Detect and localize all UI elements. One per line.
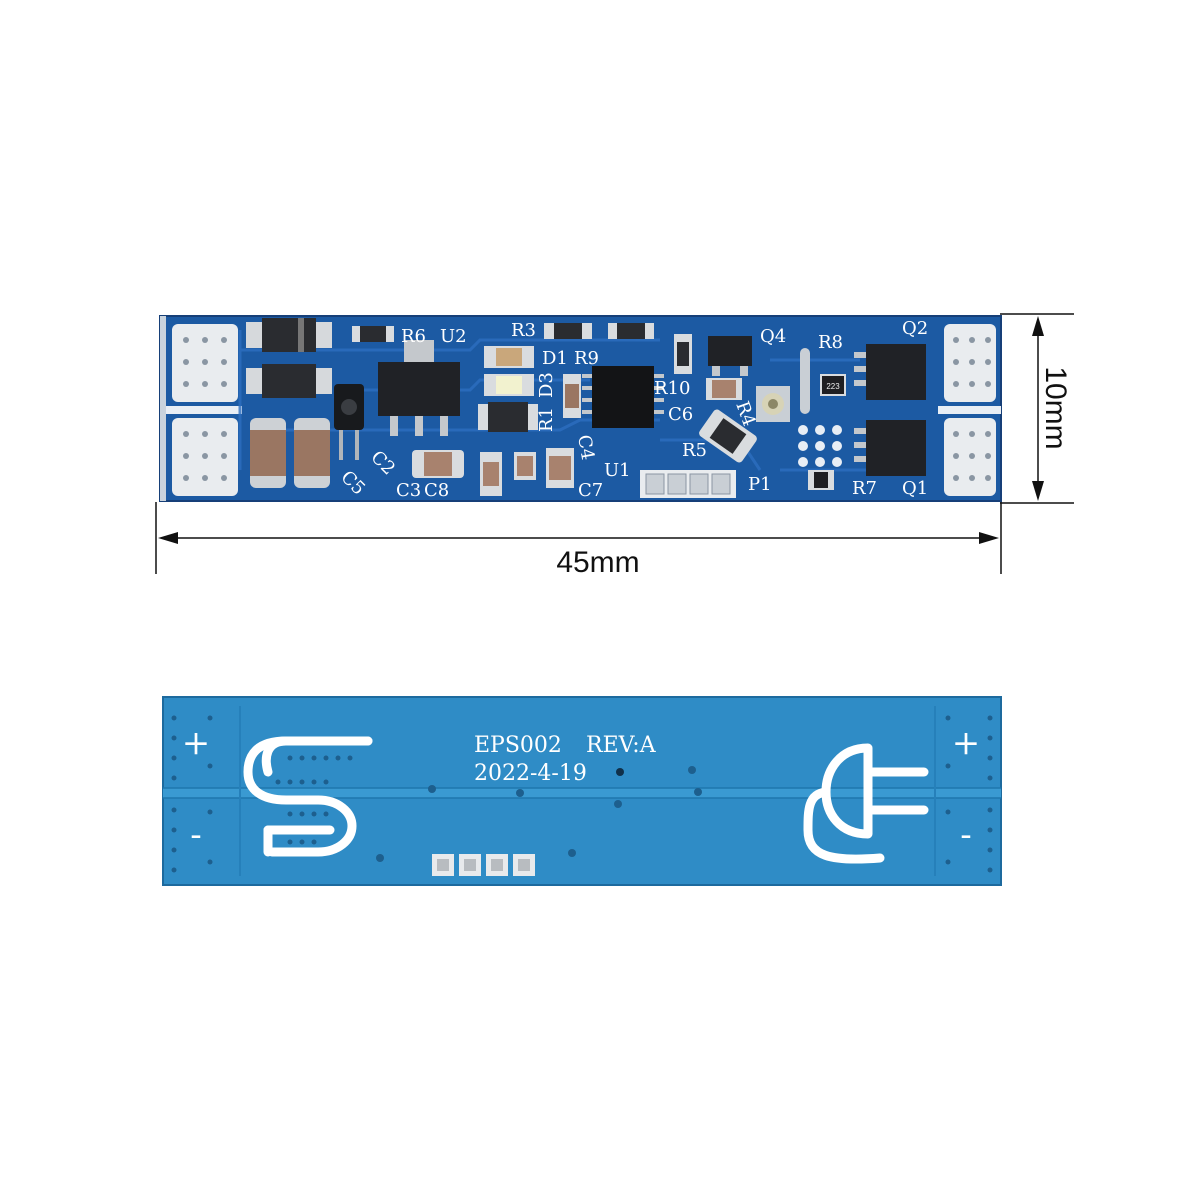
label-q2: Q2: [902, 318, 928, 339]
label-r5: R5: [682, 440, 707, 461]
label-u2: U2: [440, 326, 467, 347]
transistor-q4: [708, 336, 752, 376]
mcu-u1: [582, 366, 664, 428]
capacitor-large-2: [294, 418, 330, 488]
programming-pads: [432, 854, 535, 876]
label-c7: C7: [578, 480, 603, 501]
regulator-u2: [378, 340, 460, 436]
label-r6: R6: [401, 326, 426, 347]
mosfet-q1: [854, 420, 926, 476]
plug-icon: [803, 743, 929, 864]
label-r7: R7: [852, 478, 877, 499]
resistor-r5: [699, 409, 757, 463]
capacitor-large-1: [250, 418, 286, 488]
pad-positive-left: [172, 324, 238, 402]
minus-sign-right: -: [960, 815, 972, 855]
label-q1: Q1: [902, 478, 928, 499]
minus-sign-left: -: [190, 815, 202, 855]
label-r3: R3: [511, 320, 536, 341]
pad-negative-right: [944, 418, 996, 496]
via-holes: [171, 715, 993, 873]
label-d1: D1: [542, 348, 568, 369]
diode-top-left: [246, 318, 332, 352]
sensor-logo-dots: [275, 755, 353, 845]
board-date: 2022-4-19: [474, 761, 587, 786]
label-r8: R8: [818, 332, 843, 353]
diode-mid-left: [246, 364, 332, 398]
mosfet-q2: [854, 344, 926, 400]
potentiometer-r4: [756, 386, 790, 422]
height-dimension-label: 10mm: [1039, 366, 1072, 449]
led-d3: [484, 374, 534, 396]
label-c4: C4: [573, 433, 598, 461]
board-model: EPS002: [474, 733, 562, 758]
label-c8: C8: [424, 480, 449, 501]
label-q4: Q4: [760, 326, 786, 347]
bottom-pcb: + - + - EPS002 REV:A 2: [162, 696, 1002, 886]
board-revision: REV:A: [586, 733, 657, 758]
pad-negative-left: [172, 418, 238, 496]
label-c6: C6: [668, 404, 693, 425]
ir-sensor: [334, 384, 364, 460]
header-p1: [640, 470, 736, 498]
pad-positive-right: [944, 324, 996, 402]
label-r9: R9: [574, 348, 599, 369]
dimension-lines: [155, 313, 1074, 574]
label-c3: C3: [396, 480, 421, 501]
plus-sign-left: +: [182, 723, 211, 763]
label-d3: D3: [536, 372, 557, 398]
sensor-logo: [243, 736, 373, 857]
plus-sign-right: +: [952, 723, 981, 763]
jumper-pads: [798, 425, 842, 467]
svg-text:223: 223: [826, 382, 840, 391]
resistor-r8: 223: [820, 374, 846, 396]
label-p1: P1: [748, 474, 772, 495]
label-u1: U1: [604, 460, 631, 481]
label-r10: R10: [654, 378, 690, 399]
led-d1: [484, 346, 534, 368]
top-pcb: 223 R6 U2 R3 D1 R9 Q4: [159, 315, 1002, 502]
label-r1: R1: [536, 407, 557, 432]
width-dimension-label: 45mm: [556, 546, 639, 579]
diode-r1: [478, 402, 538, 432]
